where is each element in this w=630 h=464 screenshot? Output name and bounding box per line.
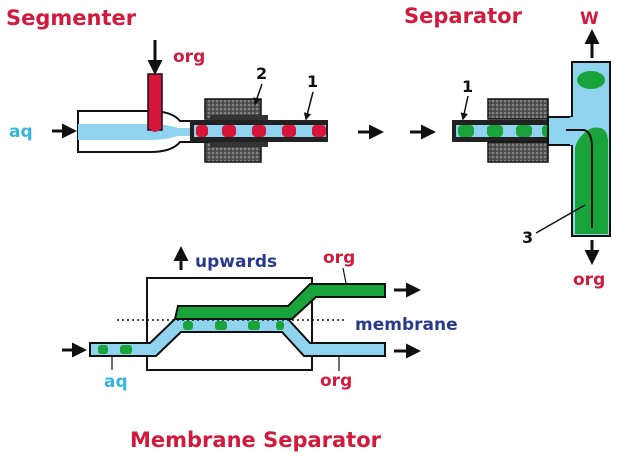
segmenter-label-1: 1 [307, 72, 318, 91]
separator-fitting-lower [487, 141, 549, 163]
separator-fitting-upper [487, 98, 549, 120]
membrane-green-segments [98, 321, 284, 354]
separator-pointer-3 [535, 204, 586, 234]
membrane-label: membrane [355, 315, 458, 335]
membrane-org-top-pointer [342, 267, 347, 284]
membrane-org-top-label: org [323, 248, 355, 268]
separator-green-top-drop [577, 71, 605, 89]
segmenter-title: Segmenter [6, 6, 137, 30]
separator-w-label: W [580, 9, 599, 29]
membrane-separator-section: upwards org membrane aq org Membrane Sep… [62, 246, 458, 452]
segmenter-pointer-2 [253, 83, 263, 106]
membrane-separator-title: Membrane Separator [130, 428, 382, 452]
membrane-aq-label: aq [104, 372, 128, 392]
separator-title: Separator [404, 4, 523, 28]
segmenter-label-2: 2 [256, 64, 267, 83]
segmenter-pointer-1 [303, 91, 314, 121]
membrane-org-bottom-label: org [320, 371, 352, 391]
separator-wire [566, 129, 593, 228]
segmenter-red-segments [196, 125, 326, 137]
segmenter-section: Segmenter org aq 2 1 [6, 6, 328, 163]
separator-label-3: 3 [522, 228, 533, 247]
membrane-green-channel [173, 283, 386, 320]
separator-org-label: org [573, 270, 605, 290]
separator-pointer-1 [460, 95, 469, 121]
segmenter-aq-stream [78, 124, 210, 140]
segmenter-org-channel [147, 73, 163, 131]
upwards-label: upwards [195, 252, 277, 272]
segmenter-org-drop [148, 126, 162, 132]
separator-label-1: 1 [462, 77, 473, 96]
separator-section: Separator W org 1 3 [404, 4, 611, 290]
segmenter-org-label: org [173, 47, 205, 67]
segmenter-aq-label: aq [9, 122, 33, 142]
